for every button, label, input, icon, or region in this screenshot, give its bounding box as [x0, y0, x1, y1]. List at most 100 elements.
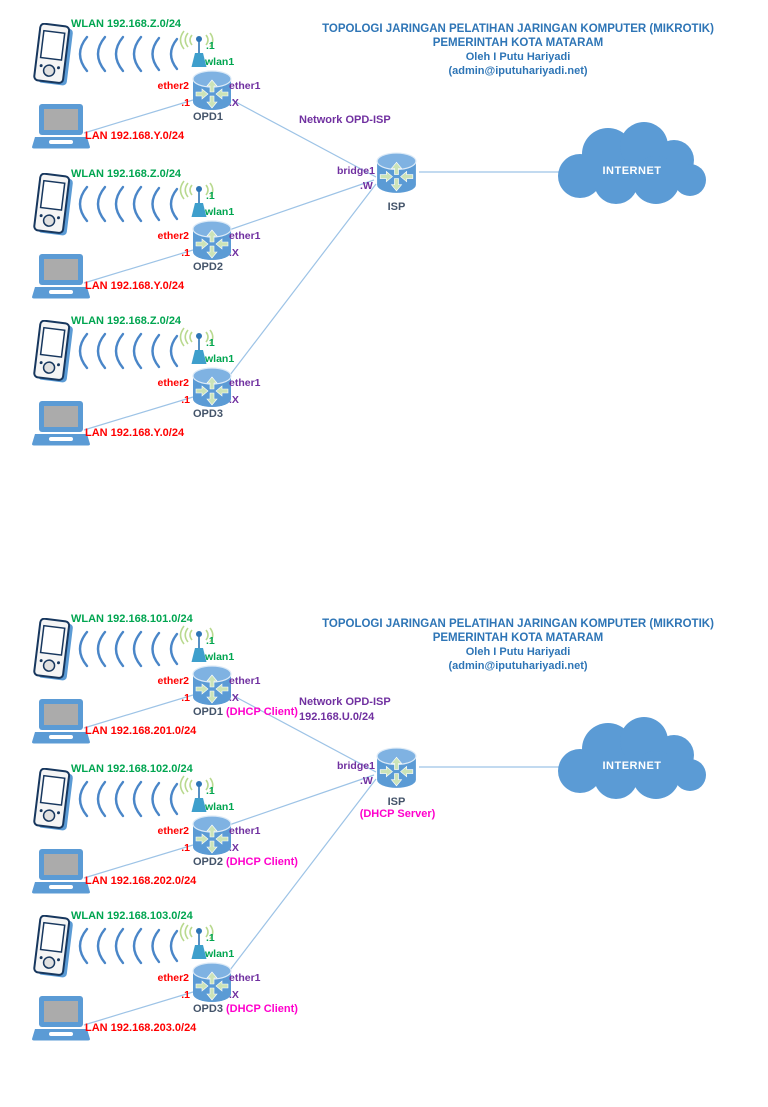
isp-router-icon — [374, 150, 419, 197]
wlan-network-label: WLAN 192.168.103.0/24 — [71, 910, 193, 922]
title-line-3: Oleh I Putu Hariyadi — [465, 51, 571, 63]
router-icon — [190, 68, 234, 114]
ether2-label: ether2 — [157, 972, 189, 984]
wlan-ip-label: .1 — [206, 40, 215, 52]
diagram-title: TOPOLOGI JARINGAN PELATIHAN JARINGAN KOM… — [308, 22, 728, 78]
topology-diagram-top: TOPOLOGI JARINGAN PELATIHAN JARINGAN KOM… — [0, 0, 768, 512]
ether1-ip-label: .X — [229, 989, 239, 1001]
title-line-3: Oleh I Putu Hariyadi — [465, 646, 571, 658]
network-label-line1: Network OPD-ISP — [299, 114, 391, 126]
lan-network-label: LAN 192.168.Y.0/24 — [85, 280, 185, 292]
wlan-interface-label: wlan1 — [205, 651, 235, 663]
router-name-label: OPD1 — [193, 706, 223, 718]
router-name-label: OPD1 — [193, 111, 223, 123]
wlan-network-label: WLAN 192.168.101.0/24 — [71, 613, 193, 625]
wlan-network-label: WLAN 192.168.Z.0/24 — [71, 18, 182, 30]
network-opd-isp-label: Network OPD-ISP — [299, 113, 391, 128]
internet-label: INTERNET — [602, 760, 662, 772]
internet-cloud-icon — [556, 715, 708, 801]
ether1-ip-label: .X — [229, 692, 239, 704]
wlan-interface-label: wlan1 — [205, 801, 235, 813]
ether2-ip-label: .1 — [181, 989, 190, 1001]
isp-name-label: ISP — [387, 201, 406, 213]
ether2-ip-label: .1 — [181, 394, 190, 406]
wlan-interface-label: wlan1 — [205, 353, 235, 365]
wlan-ip-label: .1 — [206, 785, 215, 797]
ether2-ip-label: .1 — [181, 247, 190, 259]
router-icon — [190, 365, 234, 411]
ether1-label: ether1 — [229, 230, 261, 242]
router-role-label: (DHCP Client) — [226, 706, 298, 718]
opd2-group: WLAN 192.168.102.0/24 .1 wlan1 ether2 .1… — [25, 763, 305, 918]
wlan-network-label: WLAN 192.168.Z.0/24 — [71, 168, 182, 180]
network-label-line2: 192.168.U.0/24 — [299, 711, 375, 723]
wlan-ip-label: .1 — [206, 190, 215, 202]
internet-label: INTERNET — [602, 165, 662, 177]
title-line-4: (admin@iputuhariyadi.net) — [448, 65, 588, 77]
router-icon — [190, 960, 234, 1006]
pda-device-icon — [31, 915, 75, 979]
ether1-label: ether1 — [229, 972, 261, 984]
laptop-icon — [32, 103, 90, 151]
pda-device-icon — [31, 768, 75, 832]
internet-cloud-icon — [556, 120, 708, 206]
laptop-icon — [32, 253, 90, 301]
network-links — [83, 99, 560, 431]
router-name-label: OPD2 — [193, 261, 223, 273]
wlan-interface-label: wlan1 — [205, 948, 235, 960]
opd3-group: WLAN 192.168.Z.0/24 .1 wlan1 ether2 .1 e… — [25, 315, 305, 470]
router-icon — [190, 813, 234, 859]
wlan-ip-label: .1 — [206, 635, 215, 647]
pda-device-icon — [31, 320, 75, 384]
wlan-network-label: WLAN 192.168.102.0/24 — [71, 763, 193, 775]
lan-network-label: LAN 192.168.Y.0/24 — [85, 427, 185, 439]
lan-network-label: LAN 192.168.Y.0/24 — [85, 130, 185, 142]
pda-device-icon — [31, 173, 75, 237]
ether1-ip-label: .X — [229, 394, 239, 406]
wlan-ip-label: .1 — [206, 932, 215, 944]
network-opd-isp-label: Network OPD-ISP 192.168.U.0/24 — [299, 695, 391, 725]
ether2-ip-label: .1 — [181, 97, 190, 109]
wlan-interface-label: wlan1 — [205, 56, 235, 68]
ether1-label: ether1 — [229, 675, 261, 687]
isp-role-label: (DHCP Server) — [359, 808, 436, 820]
ether2-label: ether2 — [157, 377, 189, 389]
opd1-group: WLAN 192.168.Z.0/24 .1 wlan1 ether2 .1 e… — [25, 18, 305, 173]
ether1-label: ether1 — [229, 80, 261, 92]
title-line-1: TOPOLOGI JARINGAN PELATIHAN JARINGAN KOM… — [322, 618, 714, 630]
ether1-label: ether1 — [229, 377, 261, 389]
lan-network-label: LAN 192.168.202.0/24 — [85, 875, 197, 887]
topology-diagram-bottom: TOPOLOGI JARINGAN PELATIHAN JARINGAN KOM… — [0, 595, 768, 1024]
laptop-icon — [32, 400, 90, 448]
laptop-icon — [32, 995, 90, 1043]
title-line-2: PEMERINTAH KOTA MATARAM — [432, 632, 604, 644]
router-role-label: (DHCP Client) — [226, 856, 298, 868]
wlan-ip-label: .1 — [206, 337, 215, 349]
router-role-label: (DHCP Client) — [226, 1003, 298, 1015]
opd1-group: WLAN 192.168.101.0/24 .1 wlan1 ether2 .1… — [25, 613, 305, 768]
ether2-ip-label: .1 — [181, 842, 190, 854]
lan-network-label: LAN 192.168.201.0/24 — [85, 725, 197, 737]
title-line-2: PEMERINTAH KOTA MATARAM — [432, 37, 604, 49]
ether1-ip-label: .X — [229, 842, 239, 854]
title-line-1: TOPOLOGI JARINGAN PELATIHAN JARINGAN KOM… — [322, 23, 714, 35]
wlan-interface-label: wlan1 — [205, 206, 235, 218]
opd2-group: WLAN 192.168.Z.0/24 .1 wlan1 ether2 .1 e… — [25, 168, 305, 323]
isp-router-icon — [374, 745, 419, 792]
bridge-ip-label: .W — [360, 180, 373, 192]
wlan-network-label: WLAN 192.168.Z.0/24 — [71, 315, 182, 327]
bridge-interface-label: bridge1 — [337, 760, 375, 772]
ether1-ip-label: .X — [229, 247, 239, 259]
network-links — [83, 694, 560, 1026]
pda-device-icon — [31, 618, 75, 682]
ether2-ip-label: .1 — [181, 692, 190, 704]
ether2-label: ether2 — [157, 80, 189, 92]
ether1-label: ether1 — [229, 825, 261, 837]
ether2-label: ether2 — [157, 825, 189, 837]
bridge-interface-label: bridge1 — [337, 165, 375, 177]
laptop-icon — [32, 698, 90, 746]
title-line-4: (admin@iputuhariyadi.net) — [448, 660, 588, 672]
isp-name-label: ISP — [387, 796, 406, 808]
network-label-line1: Network OPD-ISP — [299, 696, 391, 708]
router-icon — [190, 218, 234, 264]
